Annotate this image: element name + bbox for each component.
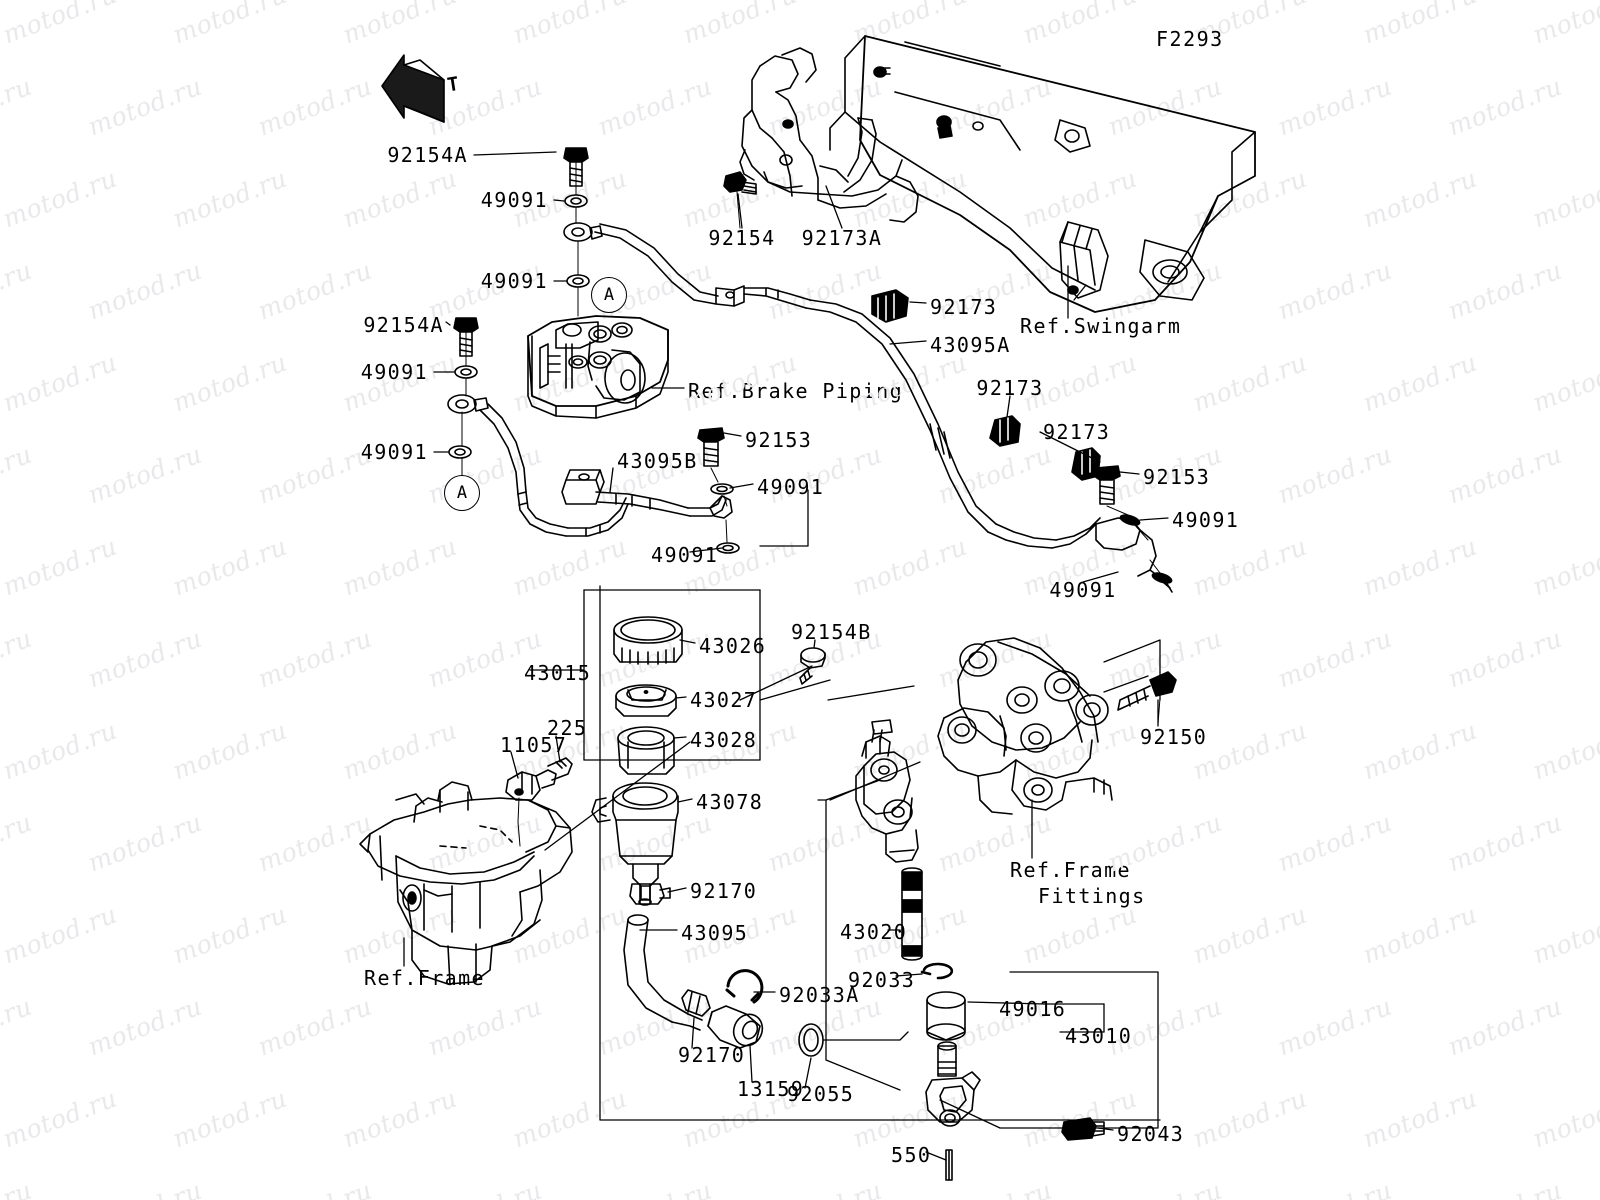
part-number-92173-right: 92173 xyxy=(1043,420,1111,444)
hose-assembly-lower xyxy=(447,317,740,554)
front-arrow-icon xyxy=(381,54,445,123)
bolt-92154 xyxy=(723,171,757,229)
bolt-92153-right xyxy=(1093,465,1173,584)
ref-frame-fittings-label-2: Fittings xyxy=(1038,884,1146,908)
part-number-43078: 43078 xyxy=(696,790,764,814)
part-number-92153-right: 92153 xyxy=(1143,465,1211,489)
ref-frame-illustration xyxy=(359,781,573,985)
master-cylinder-assembly xyxy=(855,719,1105,1181)
part-number-49091-2: 49091 xyxy=(480,269,548,293)
part-number-92055: 92055 xyxy=(787,1082,855,1106)
part-number-92033: 92033 xyxy=(848,968,916,992)
part-number-11057: 11057 xyxy=(500,733,568,757)
abs-modulator-unit xyxy=(527,315,669,419)
part-number-43095A: 43095A xyxy=(930,333,1011,357)
part-number-43095: 43095 xyxy=(681,921,749,945)
sheet-code: F2293 xyxy=(1156,27,1224,51)
bracket-92173a xyxy=(739,47,919,223)
bracket-11057 xyxy=(505,757,573,847)
part-number-92170-bottom: 92170 xyxy=(678,1043,746,1067)
part-number-49091-3: 49091 xyxy=(360,360,428,384)
part-number-43095B: 43095B xyxy=(617,449,698,473)
ref-frame-label: Ref.Frame xyxy=(364,966,485,990)
bolt-92154b xyxy=(799,647,826,685)
part-number-13159: 13159 xyxy=(737,1077,805,1101)
part-number-49016: 49016 xyxy=(999,997,1067,1021)
part-number-92173A: 92173A xyxy=(801,226,883,250)
ref-brake-piping-label: Ref.Brake Piping xyxy=(688,379,904,403)
part-number-49091-right-1: 49091 xyxy=(1172,508,1240,532)
clamp-92173-b xyxy=(989,415,1021,447)
part-number-49091-5: 49091 xyxy=(757,475,825,499)
part-number-92154B: 92154B xyxy=(791,620,872,644)
callout-a-upper: A xyxy=(591,277,627,313)
frame-fittings-illustration xyxy=(937,637,1177,815)
callout-a-lower: A xyxy=(444,475,480,511)
part-number-92173-top: 92173 xyxy=(930,295,998,319)
ref-frame-fittings-label-1: Ref.Frame xyxy=(1010,858,1131,882)
part-number-92173-mid: 92173 xyxy=(976,376,1044,400)
part-number-92154A-mid: 92154A xyxy=(363,313,444,337)
part-number-49091-4: 49091 xyxy=(360,440,428,464)
part-number-550: 550 xyxy=(891,1143,932,1167)
part-number-43028: 43028 xyxy=(690,728,758,752)
part-number-43015: 43015 xyxy=(524,661,592,685)
part-number-92033A: 92033A xyxy=(779,983,860,1007)
clamp-92173-c xyxy=(1071,447,1101,481)
part-number-43010: 43010 xyxy=(1065,1024,1133,1048)
part-number-92154: 92154 xyxy=(708,226,776,250)
leader-lines xyxy=(403,151,1169,1161)
part-number-92154A-top: 92154A xyxy=(387,143,468,167)
part-number-92153-mid: 92153 xyxy=(745,428,813,452)
part-number-92170-top: 92170 xyxy=(690,879,758,903)
part-number-49091-1: 49091 xyxy=(480,188,548,212)
part-number-49091-6: 49091 xyxy=(651,543,719,567)
part-number-43020: 43020 xyxy=(840,920,908,944)
part-number-43027: 43027 xyxy=(690,688,758,712)
reservoir-assembly xyxy=(591,616,824,1057)
part-number-92043: 92043 xyxy=(1117,1122,1185,1146)
clamp-92173-a xyxy=(871,289,909,323)
part-number-92150: 92150 xyxy=(1140,725,1208,749)
swingarm-illustration xyxy=(829,35,1256,313)
part-number-43026: 43026 xyxy=(699,634,767,658)
part-number-225: 225 xyxy=(547,716,588,740)
part-number-49091-right-2: 49091 xyxy=(1049,578,1117,602)
ref-swingarm-label: Ref.Swingarm xyxy=(1020,314,1182,338)
